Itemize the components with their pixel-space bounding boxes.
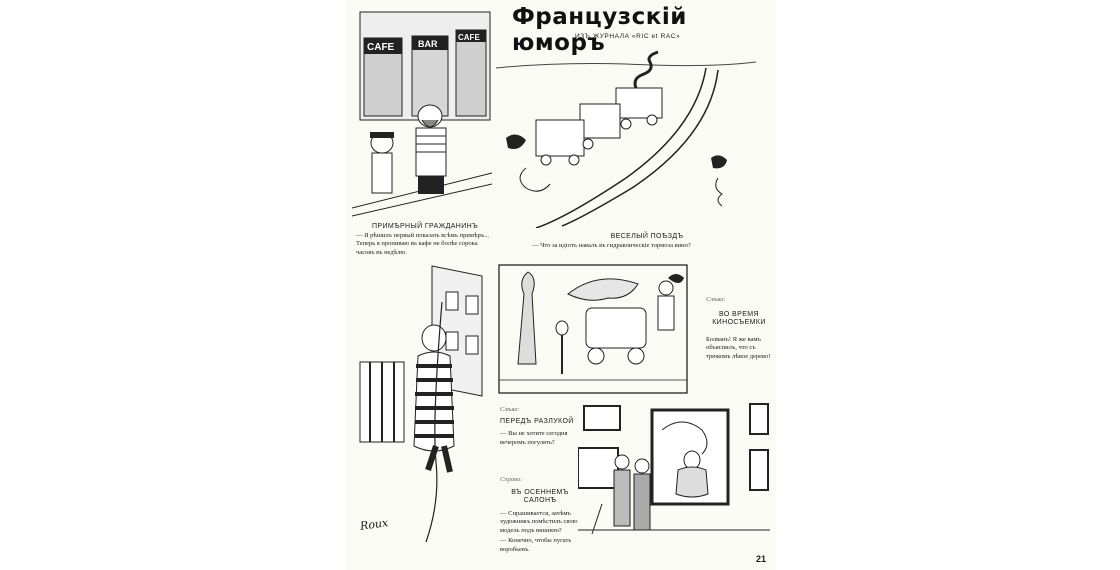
cartoon-filming — [498, 264, 688, 394]
page-title: Французскій юморъ — [512, 4, 687, 56]
prisoner-illustration — [359, 265, 483, 543]
caption-parting: Слѣва: ПЕРЕДЪ РАЗЛУКОЙ — Вы не хотите се… — [500, 406, 584, 447]
train-illustration — [496, 50, 756, 228]
cartoon-citizen: CAFE BAR CAFE — [352, 8, 492, 218]
citizen-illustration: CAFE BAR CAFE — [352, 11, 492, 217]
caption-parting-label: Слѣва: — [500, 406, 520, 413]
cartoon-salon — [578, 400, 770, 550]
caption-salon-text: — Спрашивается, зачѣмъ художникъ помѣсти… — [500, 509, 578, 534]
cafe-sign-1: CAFE — [367, 42, 395, 53]
cartoon-parting — [352, 262, 498, 562]
caption-citizen: ПРИМѢРНЫЙ ГРАЖДАНИНЪ — Я рѣшилъ первый п… — [356, 223, 494, 257]
caption-filming-title: ВО ВРЕМЯ КИНОСЪЕМКИ — [712, 310, 766, 327]
salon-illustration — [578, 403, 770, 535]
bar-sign: BAR — [418, 39, 438, 49]
cafe-sign-2: CAFE — [458, 33, 480, 42]
caption-filming: Слѣва: ВО ВРЕМЯ КИНОСЪЕМКИ Болванъ! Я же… — [706, 296, 772, 361]
cartoon-train — [496, 48, 756, 228]
caption-train-text: — Что за идіотъ навалъ въ гидравлическіе… — [532, 241, 691, 249]
page-number: 21 — [756, 554, 767, 564]
caption-citizen-title: ПРИМѢРНЫЙ ГРАЖДАНИНЪ — [371, 223, 479, 230]
caption-salon-title: ВЪ ОСЕННЕМЪ САЛОНѢ — [511, 488, 569, 505]
caption-parting-title: ПЕРЕДЪ РАЗЛУКОЙ — [500, 417, 574, 425]
caption-train: ВЕСЕЛЫЙ ПОѢЗДЪ — Что за идіотъ навалъ въ… — [532, 233, 762, 250]
caption-citizen-text: — Я рѣшилъ первый показать всѣмъ примѣръ… — [356, 231, 489, 256]
magazine-page: Французскій юморъ ИЗЪ ЖУРНАЛА «RIC et RA… — [346, 0, 776, 570]
caption-filming-label: Слѣва: — [706, 296, 726, 303]
filming-illustration — [498, 264, 688, 394]
caption-salon-label: Справа: — [500, 476, 523, 483]
caption-train-title: ВЕСЕЛЫЙ ПОѢЗДЪ — [610, 233, 684, 240]
source-line: ИЗЪ ЖУРНАЛА «RIC et RAC» — [575, 33, 681, 40]
caption-filming-text: Болванъ! Я же вамъ объяснилъ, что съ трю… — [706, 335, 771, 360]
caption-salon: Справа: ВЪ ОСЕННЕМЪ САЛОНѢ — Спрашиваетс… — [500, 476, 580, 554]
caption-salon-text2: — Конечно, чтобы пугать воробьевъ. — [500, 537, 572, 553]
caption-parting-text: — Вы не хотите сегодня вечеромъ погулять… — [500, 430, 568, 446]
